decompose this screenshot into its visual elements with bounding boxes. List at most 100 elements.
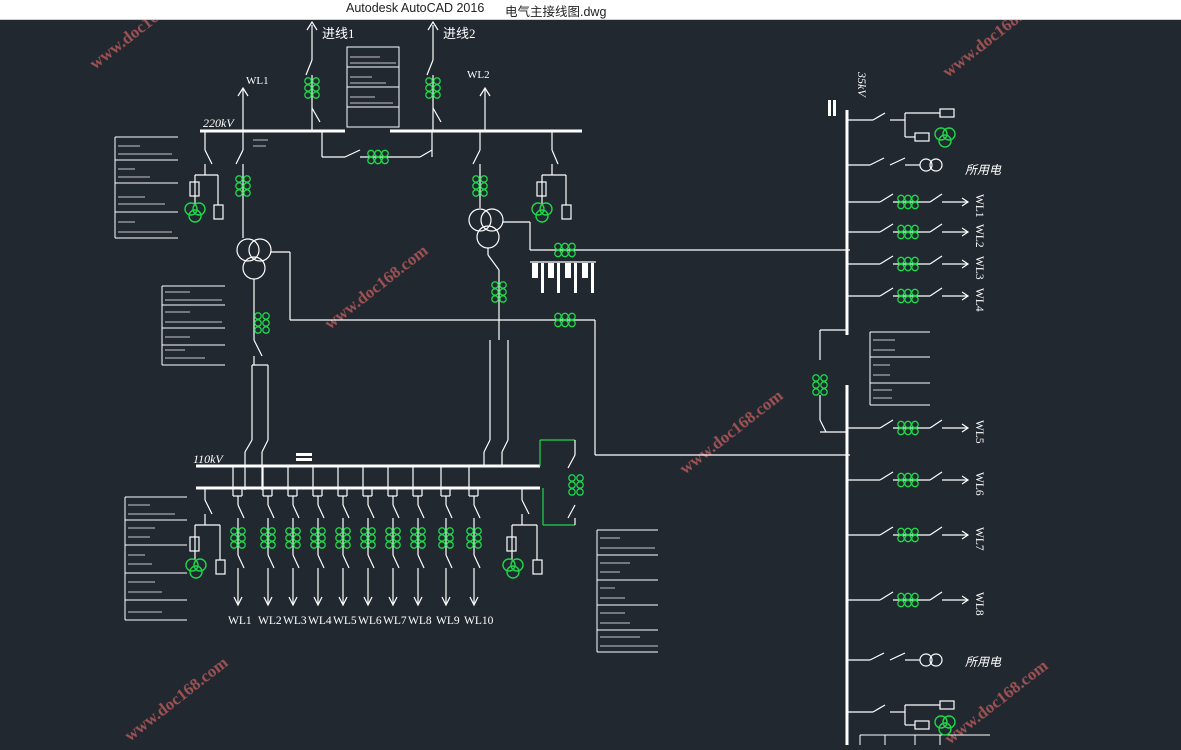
incoming-line-2-label: 进线2 xyxy=(443,26,476,41)
voltage-transformer-icon xyxy=(934,715,956,736)
current-transformer-icon xyxy=(260,527,276,549)
voltage-transformers xyxy=(184,127,956,736)
current-transformer-icon xyxy=(360,527,376,549)
current-transformers xyxy=(230,77,919,608)
feeder-35kv xyxy=(847,471,970,485)
feeder-35kv-label: WL8 xyxy=(973,592,985,616)
current-transformer-icon xyxy=(897,224,919,240)
feeder-110kv-label: WL3 xyxy=(283,615,307,627)
feeder-35kv xyxy=(847,287,970,301)
feeder-110kv xyxy=(362,466,375,607)
station-service-bottom xyxy=(847,652,955,730)
window-titlebar: Autodesk AutoCAD 2016 电气主接线图.dwg xyxy=(0,0,1181,20)
feeder-110kv-label: WL1 xyxy=(228,615,252,627)
bus-35kv-label: 35kV xyxy=(855,71,869,98)
app-title: Autodesk AutoCAD 2016 xyxy=(346,1,485,15)
voltage-transformer-icon xyxy=(184,202,206,223)
current-transformer-icon xyxy=(466,527,482,549)
current-transformer-icon xyxy=(335,527,351,549)
current-transformer-icon xyxy=(254,312,270,334)
current-transformer-icon xyxy=(285,527,301,549)
feeder-110kv-label: WL7 xyxy=(383,615,407,627)
current-transformer-icon xyxy=(897,420,919,436)
current-transformer-icon xyxy=(310,527,326,549)
station-service-top xyxy=(847,108,955,172)
surge-arrester-bank xyxy=(532,263,594,293)
current-transformer-icon xyxy=(897,288,919,304)
bus-marker xyxy=(296,453,312,456)
pt-branch-220-right xyxy=(536,131,572,220)
pt-branch-220-left xyxy=(189,131,224,220)
incoming-line-1 xyxy=(305,20,321,130)
feeder-35kv xyxy=(847,591,970,605)
feeder-110kv-label: WL2 xyxy=(258,615,282,627)
bus-tie-220kv xyxy=(321,131,433,158)
bus-marker xyxy=(296,458,312,461)
feeder-110kv xyxy=(387,466,400,607)
feeder-110kv-label: WL6 xyxy=(358,615,382,627)
top-feeder-wl2-label: WL2 xyxy=(467,69,490,81)
current-transformer-icon xyxy=(897,194,919,210)
feeder-110kv-label: WL5 xyxy=(333,615,357,627)
current-transformer-icon xyxy=(897,472,919,488)
current-transformer-icon xyxy=(230,527,246,549)
feeder-110kv xyxy=(468,466,481,607)
current-transformer-icon xyxy=(367,149,389,165)
current-transformer-icon xyxy=(554,312,576,328)
feeder-110kv-label: WL9 xyxy=(436,615,460,627)
feeder-35kv xyxy=(847,223,970,237)
feeder-35kv-label: WL7 xyxy=(973,527,985,551)
feeder-110kv xyxy=(262,466,275,607)
current-transformer-icon xyxy=(568,474,584,496)
current-transformer-icon xyxy=(410,527,426,549)
bus-220kv-label: 220kV xyxy=(203,116,235,130)
watermark-text: www.doc168.com xyxy=(676,386,787,478)
current-transformer-icon xyxy=(425,77,441,99)
link-to-35kv xyxy=(540,319,850,456)
feeders-110kv xyxy=(232,466,481,607)
watermark-text: www.doc168.com xyxy=(939,20,1050,81)
feeder-110kv-label: WL4 xyxy=(308,615,332,627)
table-text-strokes xyxy=(118,56,895,647)
current-transformer-icon xyxy=(812,374,828,396)
feeder-110kv-label: WL8 xyxy=(408,615,432,627)
watermark-text: www.doc168.com xyxy=(86,20,197,73)
feeder-110kv xyxy=(412,466,425,607)
feeder-35kv xyxy=(847,193,970,207)
voltage-transformer-icon xyxy=(934,127,956,148)
current-transformer-icon xyxy=(304,77,320,99)
bus-coupler-110kv xyxy=(539,439,575,526)
current-transformer-icon xyxy=(438,527,454,549)
feeders-35kv xyxy=(847,193,970,605)
feeder-110kv xyxy=(312,466,325,607)
feeder-35kv-label: WL5 xyxy=(973,420,985,444)
feeder-35kv-label: WL6 xyxy=(973,472,985,496)
feeder-35kv xyxy=(847,419,970,433)
feeder-35kv-label: WL2 xyxy=(973,224,985,248)
feeder-110kv xyxy=(337,466,350,607)
bus-tie-35kv xyxy=(819,329,847,433)
pt-branch-110 xyxy=(189,488,543,575)
feeder-35kv xyxy=(847,526,970,540)
station-service-label-top: 所用电 xyxy=(965,163,1002,177)
watermark-text: www.doc168.com xyxy=(941,656,1052,745)
equipment-tables xyxy=(114,46,990,745)
transformer-1-branch xyxy=(235,131,540,365)
feeder-35kv-label: WL3 xyxy=(973,256,985,280)
voltage-transformer-icon xyxy=(185,558,207,579)
outgoing-wl-top xyxy=(237,86,491,131)
station-service-label-bottom: 所用电 xyxy=(965,655,1002,669)
feeder-35kv xyxy=(847,255,970,269)
watermark-text: www.doc168.com xyxy=(121,653,232,745)
current-transformer-icon xyxy=(385,527,401,549)
current-transformer-icon xyxy=(554,242,576,258)
transformer-2-branch xyxy=(468,131,850,340)
current-transformer-icon xyxy=(897,256,919,272)
voltage-transformer-icon xyxy=(531,202,553,223)
file-name: 电气主接线图.dwg xyxy=(505,5,607,19)
current-transformer-icon xyxy=(235,175,251,197)
incoming-line-1-label: 进线1 xyxy=(322,26,355,41)
